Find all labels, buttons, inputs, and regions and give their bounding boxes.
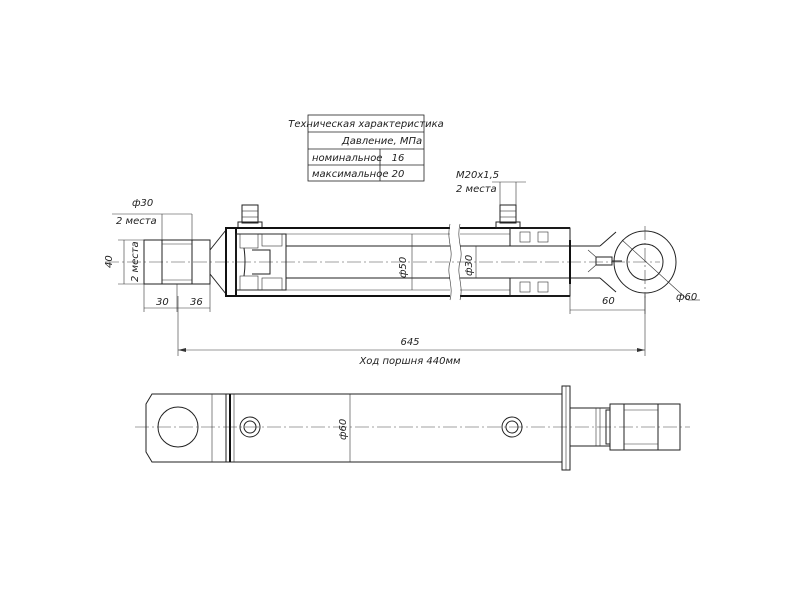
dim-height-label: 40 (104, 255, 115, 268)
dim-body-label: ф60 (338, 419, 349, 440)
dim-places-label: 2 места (130, 241, 141, 282)
dim-stroke-label: Ход поршня 440мм (358, 356, 461, 367)
dim-len60-label: 60 (602, 296, 615, 307)
dim-thread-label: M20x1,5 (456, 170, 499, 181)
spec-row-label: максимальное (312, 169, 388, 180)
spec-row-label: номинальное (312, 153, 382, 164)
spec-table: Техническая характеристика Давление, МПа… (288, 114, 444, 182)
dim-dia30-label: ф30 (132, 198, 153, 209)
dim-rod-label: ф30 (464, 255, 475, 276)
dim-total-label: 645 (400, 337, 419, 348)
spec-row-value: 20 (392, 169, 405, 180)
spec-table-title: Техническая характеристика (288, 119, 444, 130)
section-view (105, 204, 677, 301)
exterior-view: ф60 (135, 385, 690, 471)
dimensions-top: ф30 2 места 40 2 места 30 36 ф50 ф30 M20… (104, 170, 700, 367)
spec-row-value: 16 (392, 153, 405, 164)
dim-len36-label: 36 (190, 297, 203, 308)
dim-eye-label: ф60 (676, 292, 697, 303)
dim-places-label: 2 места (456, 184, 497, 195)
dim-bore-label: ф50 (398, 257, 409, 278)
dim-places-label: 2 места (116, 216, 157, 227)
dim-len30-label: 30 (156, 297, 169, 308)
spec-table-subtitle: Давление, МПа (341, 136, 422, 147)
